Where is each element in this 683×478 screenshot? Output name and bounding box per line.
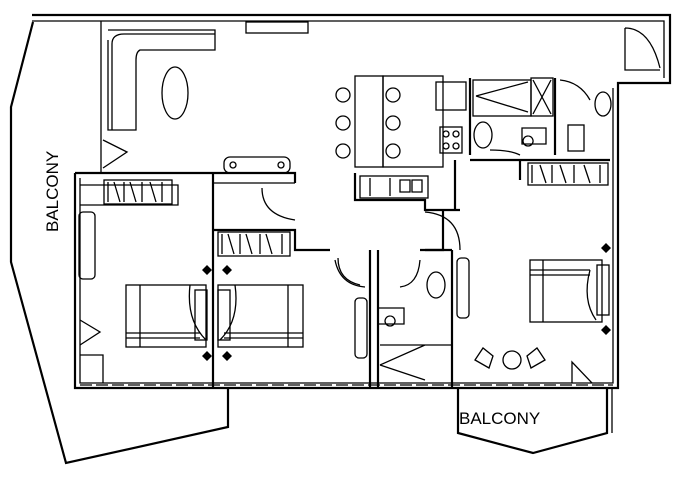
bed-left <box>125 284 207 348</box>
balcony-right-label: BALCONY <box>459 409 540 428</box>
balcony-left: BALCONY <box>9 21 230 465</box>
bathroom-bottom <box>334 259 452 381</box>
balcony-right: BALCONY <box>456 388 613 455</box>
outer-walls <box>32 13 672 390</box>
dining-chairs <box>335 87 401 159</box>
dining-kitchen <box>335 75 467 168</box>
stove <box>439 126 463 154</box>
door-swing <box>102 139 129 169</box>
interior-walls <box>75 78 610 387</box>
balcony-left-label: BALCONY <box>43 151 62 232</box>
console <box>223 156 291 174</box>
wardrobe-left <box>78 211 96 280</box>
living-room <box>102 21 309 174</box>
dining-table <box>354 75 384 168</box>
closets <box>103 162 609 257</box>
fridge <box>435 81 467 111</box>
armchairs <box>474 347 546 369</box>
bedroom-left <box>78 211 304 383</box>
side-table <box>502 350 522 370</box>
wardrobe-bath <box>354 297 368 359</box>
wardrobe-right <box>456 257 470 319</box>
doors <box>261 27 661 286</box>
bathroom-top <box>472 77 612 156</box>
bedroom-right <box>354 243 611 384</box>
tv-unit <box>245 21 309 34</box>
bed-right <box>529 259 603 323</box>
coffee-table <box>161 66 189 120</box>
